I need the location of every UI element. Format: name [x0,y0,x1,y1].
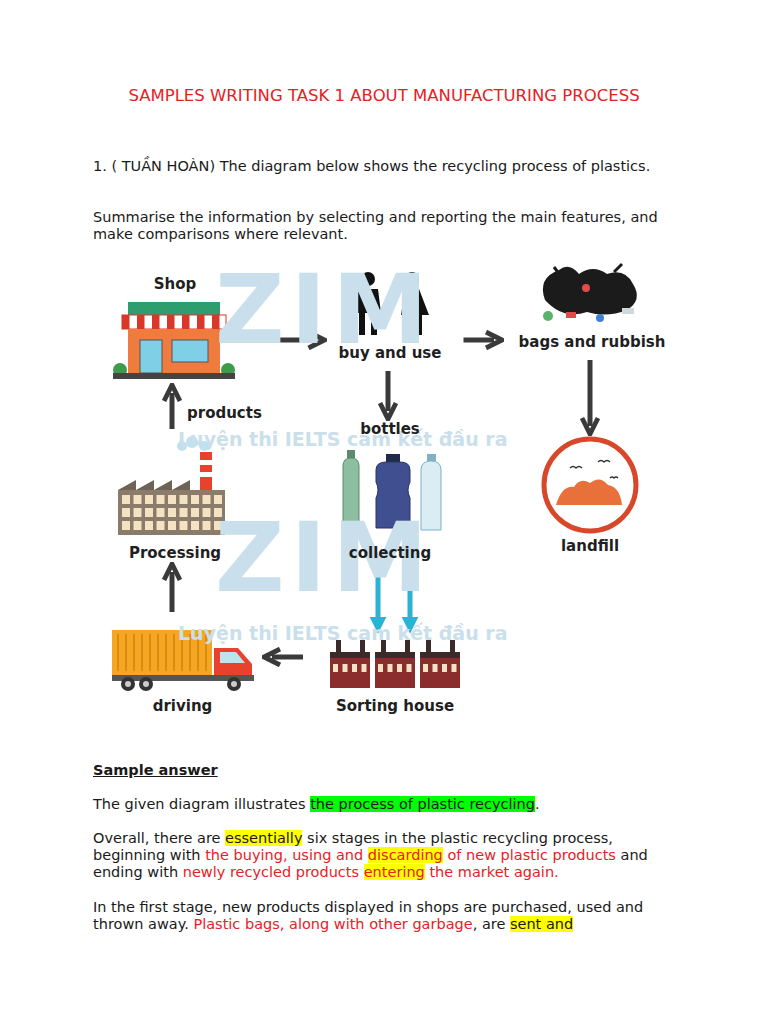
text-run: Summarise the information by selecting a… [93,209,658,242]
text-run: of new plastic products [443,847,616,863]
answer-paragraph: Overall, there are essentially six stage… [93,830,678,881]
factory-icon [118,436,225,535]
flow-arrow [590,360,591,426]
edge-label: products [186,404,263,422]
arrow-shaft [170,572,175,612]
node-label: Sorting house [336,697,454,715]
answer-paragraph: The given diagram illustrates the proces… [93,796,678,813]
task-instruction: Summarise the information by selecting a… [93,209,678,243]
node-label: driving [153,697,213,715]
arrow-shaft [588,360,593,426]
flow-arrow [172,572,173,612]
flow-arrow [172,393,173,429]
text-run: entering [364,864,425,880]
text-run: discarding [368,847,443,863]
node-label: Shop [154,275,197,293]
collecting-node: bottles collecting [335,420,445,562]
text-run: , are [473,916,510,932]
driving-node: driving [105,622,260,715]
text-run: sent and [510,916,573,932]
text-run: the process of plastic recycling [310,796,535,812]
text-run: newly recycled products [183,864,364,880]
arrow-shaft [170,393,175,429]
processing-node: Processing [105,437,245,562]
text-run: Overall, there are [93,830,225,846]
rubbish-node: bags and rubbish [512,262,672,351]
text-run: the market again. [425,864,559,880]
text-run: 1. ( TUẦN HOÀN) The diagram below shows … [93,158,650,174]
consumer-node: buy and use [335,265,446,362]
node-label: landfill [561,537,619,555]
watermark: Luyện thi IELTS cam kết đầu ra [178,622,508,644]
text-run: the buying, using and [205,847,368,863]
text-run: The given diagram illustrates [93,796,310,812]
page-title: SAMPLES WRITING TASK 1 ABOUT MANUFACTURI… [0,86,768,105]
node-label: buy and use [339,344,442,362]
task-prompt: 1. ( TUẦN HOÀN) The diagram below shows … [93,158,678,175]
shop-node: Shop [110,275,240,385]
section-heading: Sample answer [93,762,678,779]
text-run: Plastic bags, along with other garbage [193,916,472,932]
node-label: bags and rubbish [519,333,666,351]
flow-arrow [464,340,495,341]
flow-arrow [272,657,303,658]
text-run: Sample answer [93,762,218,778]
sorting-node: Sorting house [315,635,475,715]
sorting-house-icon [330,640,460,688]
rubbish-bags-icon [543,264,637,322]
landfill-icon [544,439,636,531]
watermark: Luyện thi IELTS cam kết đầu ra [178,428,508,450]
node-label: collecting [349,544,431,562]
arrow-shaft [464,338,495,343]
landfill-node: landfill [535,435,645,555]
watermark: ZIM [215,262,434,358]
flow-arrow [388,371,389,411]
node-label: bottles [360,420,420,438]
arrow-shaft [386,371,391,411]
answer-paragraph: In the first stage, new products display… [93,899,678,933]
text-run: . [535,796,540,812]
text-run: essentially [225,830,302,846]
arrow-shaft [272,655,303,660]
node-label: Processing [129,544,221,562]
